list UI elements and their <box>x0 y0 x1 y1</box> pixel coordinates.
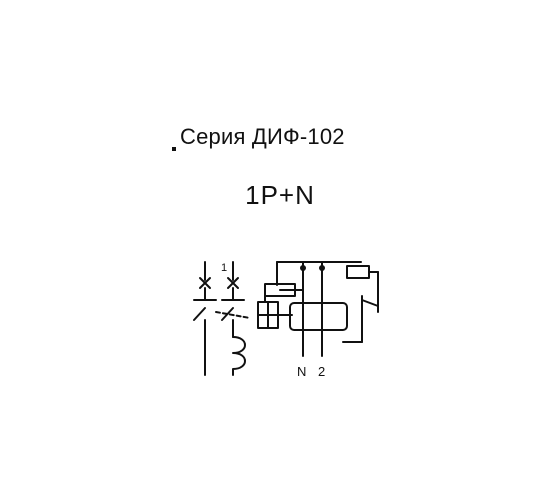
pole-1-contact: 1 <box>221 261 246 376</box>
mechanical-link <box>215 311 251 319</box>
test-circuit <box>264 261 379 343</box>
bullet-dot <box>172 147 176 151</box>
relay-block <box>257 283 304 329</box>
pole-n-contact <box>193 261 217 376</box>
poles-label: 1P+N <box>245 180 315 210</box>
terminal-label-n: N <box>297 364 306 379</box>
terminal-label-2: 2 <box>318 364 325 379</box>
main-conductors <box>300 261 325 357</box>
series-title: Серия ДИФ-102 <box>180 124 345 149</box>
current-transformer <box>289 302 348 331</box>
terminal-label-1: 1 <box>221 262 227 274</box>
